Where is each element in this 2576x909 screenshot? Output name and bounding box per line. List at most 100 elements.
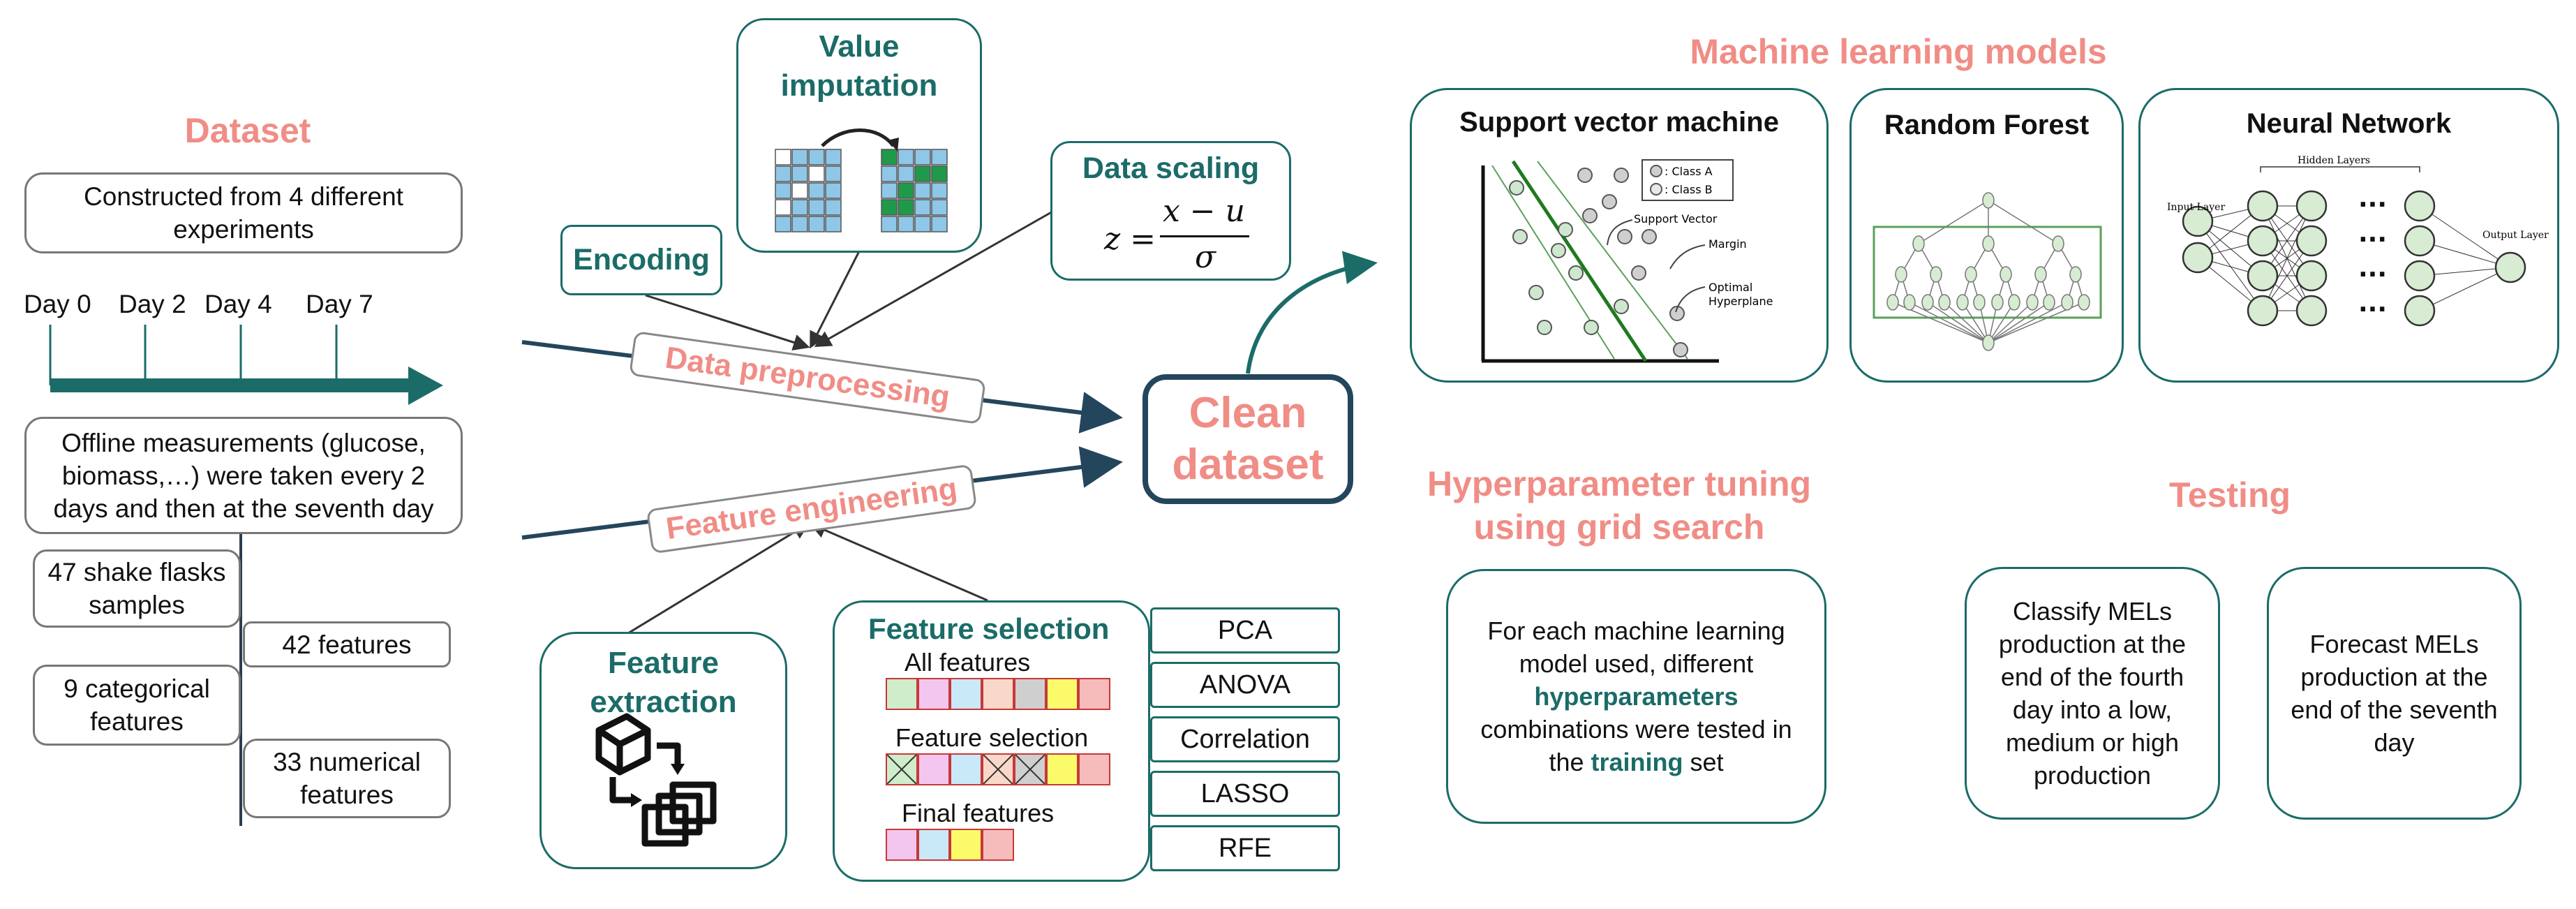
- rf-title: Random Forest: [1884, 110, 2090, 140]
- offline-text: Offline measurements (glucose, biomass,……: [53, 428, 434, 523]
- imputation-cell: [914, 165, 931, 182]
- imputation-cell: [775, 216, 791, 232]
- formula-bar: [1160, 235, 1249, 237]
- value-imputation-title: Value imputation: [780, 29, 938, 103]
- value-imputation-box: Value imputation: [736, 18, 982, 253]
- categorical-text: 9 categorical features: [64, 674, 210, 736]
- hyper-text-training: training: [1591, 748, 1683, 776]
- nn-output-label: Output Layer: [2482, 230, 2549, 241]
- shake-box: 47 shake flasks samples: [33, 549, 241, 628]
- feature-selection-row-label: Feature selection: [895, 723, 1089, 752]
- numerical-box: 33 numerical features: [243, 739, 451, 818]
- nn-title: Neural Network: [2246, 108, 2452, 139]
- constructed-box: Constructed from 4 different experiments: [24, 172, 463, 253]
- features42-text: 42 features: [282, 630, 412, 659]
- method-rfe: RFE: [1150, 825, 1340, 871]
- imputation-cell: [898, 149, 914, 165]
- imputation-cell: [825, 165, 842, 182]
- nn-diagram: Hidden Layers Input Layer Output Layer ·…: [2167, 155, 2549, 327]
- method-correlation: Correlation: [1150, 716, 1340, 762]
- imputation-cell: [881, 182, 898, 199]
- data-scaling-title: Data scaling: [1082, 152, 1260, 185]
- hyper-title: Hyperparameter tuning using grid search: [1396, 462, 1842, 549]
- clean-dataset-box: Clean dataset: [1142, 374, 1353, 504]
- imputation-cell: [881, 199, 898, 216]
- imputation-cell: [931, 199, 948, 216]
- imputation-cell: [791, 182, 808, 199]
- hyper-text-c: set: [1690, 748, 1724, 776]
- svg-text:···: ···: [2358, 295, 2387, 324]
- imputation-cell: [808, 182, 825, 199]
- offline-box: Offline measurements (glucose, biomass,……: [24, 417, 463, 534]
- svm-card: Support vector machine : Class A : Class…: [1410, 88, 1829, 383]
- feature-selection-box: Feature selection All features Feature s…: [833, 600, 1150, 882]
- feature-cell: [1046, 753, 1078, 785]
- svm-hyperplane-label: Optimal Hyperplane: [1708, 281, 1773, 308]
- imputation-cell: [914, 182, 931, 199]
- feature-cell: [1078, 678, 1110, 710]
- feature-cell: [950, 829, 982, 861]
- hyper-title-line2: using grid search: [1473, 508, 1765, 547]
- svg-text:···: ···: [2358, 191, 2387, 219]
- imputation-cell: [825, 199, 842, 216]
- numerical-text: 33 numerical features: [273, 748, 421, 809]
- imputation-cell: [898, 216, 914, 232]
- classify-text: Classify MELs production at the end of t…: [1998, 597, 2187, 790]
- feature-cell: [950, 753, 982, 785]
- imputation-cell: [775, 182, 791, 199]
- feature-cell: [918, 829, 950, 861]
- svm-legend-a: : Class A: [1665, 165, 1713, 178]
- imputation-cell: [775, 165, 791, 182]
- data-scaling-box: Data scaling z = x − u σ: [1050, 141, 1291, 281]
- day-2-label: Day 2: [119, 290, 186, 318]
- categorical-box: 9 categorical features: [33, 665, 241, 746]
- hyper-text: For each machine learning model used, di…: [1473, 614, 1799, 778]
- imputation-cell: [791, 199, 808, 216]
- imputation-cell: [881, 149, 898, 165]
- svm-margin-label: Margin: [1708, 237, 1747, 251]
- imputation-cell: [775, 199, 791, 216]
- svg-text:···: ···: [2358, 260, 2387, 289]
- imputation-cell: [791, 149, 808, 165]
- imputation-cell: [825, 149, 842, 165]
- feature-selection-title: Feature selection: [868, 612, 1110, 645]
- hyper-text-hyperparameters: hyperparameters: [1534, 682, 1739, 711]
- feature-cell: [1046, 678, 1078, 710]
- svm-title: Support vector machine: [1459, 107, 1779, 138]
- feature-cell: [950, 678, 982, 710]
- testing-title: Testing: [2168, 475, 2291, 515]
- nn-card: Neural Network Hidden Layers Input Layer…: [2138, 88, 2559, 383]
- feature-cell: [918, 753, 950, 785]
- feature-cell: [982, 678, 1014, 710]
- forecast-box: Forecast MELs production at the end of t…: [2267, 567, 2522, 820]
- feature-cell: [982, 829, 1014, 861]
- encoding-label: Encoding: [573, 243, 710, 276]
- imputation-cell: [808, 165, 825, 182]
- imputation-cell: [791, 165, 808, 182]
- final-features-label: Final features: [902, 799, 1055, 827]
- hyper-text-b: combinations were tested in the: [1480, 715, 1792, 776]
- imputation-cell: [914, 149, 931, 165]
- features42-box: 42 features: [243, 621, 451, 667]
- feature-extraction-box: Feature extraction: [539, 632, 787, 869]
- method-anova: ANOVA: [1150, 662, 1340, 708]
- imputation-cell: [914, 216, 931, 232]
- shake-text: 47 shake flasks samples: [47, 558, 226, 619]
- feature-cell: [886, 829, 918, 861]
- dataset-title: Dataset: [184, 111, 311, 150]
- constructed-text: Constructed from 4 different experiments: [84, 182, 403, 244]
- matrix-icon: [775, 128, 948, 232]
- imputation-cell: [931, 149, 948, 165]
- hyper-box: For each machine learning model used, di…: [1446, 569, 1826, 824]
- transform-icon: [595, 713, 717, 847]
- clean-dataset-label: Clean dataset: [1172, 389, 1324, 489]
- svm-plot: : Class A : Class B Support Vector Margi…: [1481, 159, 1773, 363]
- nn-input-label: Input Layer: [2167, 202, 2225, 213]
- rf-tree: [1873, 192, 2102, 351]
- imputation-cell: [931, 182, 948, 199]
- feature-cell: [886, 678, 918, 710]
- imputation-cell: [791, 216, 808, 232]
- feature-cell: [1078, 753, 1110, 785]
- scaling-formula: z = x − u σ: [1104, 193, 1258, 277]
- ml-title: Machine learning models: [1690, 32, 2107, 71]
